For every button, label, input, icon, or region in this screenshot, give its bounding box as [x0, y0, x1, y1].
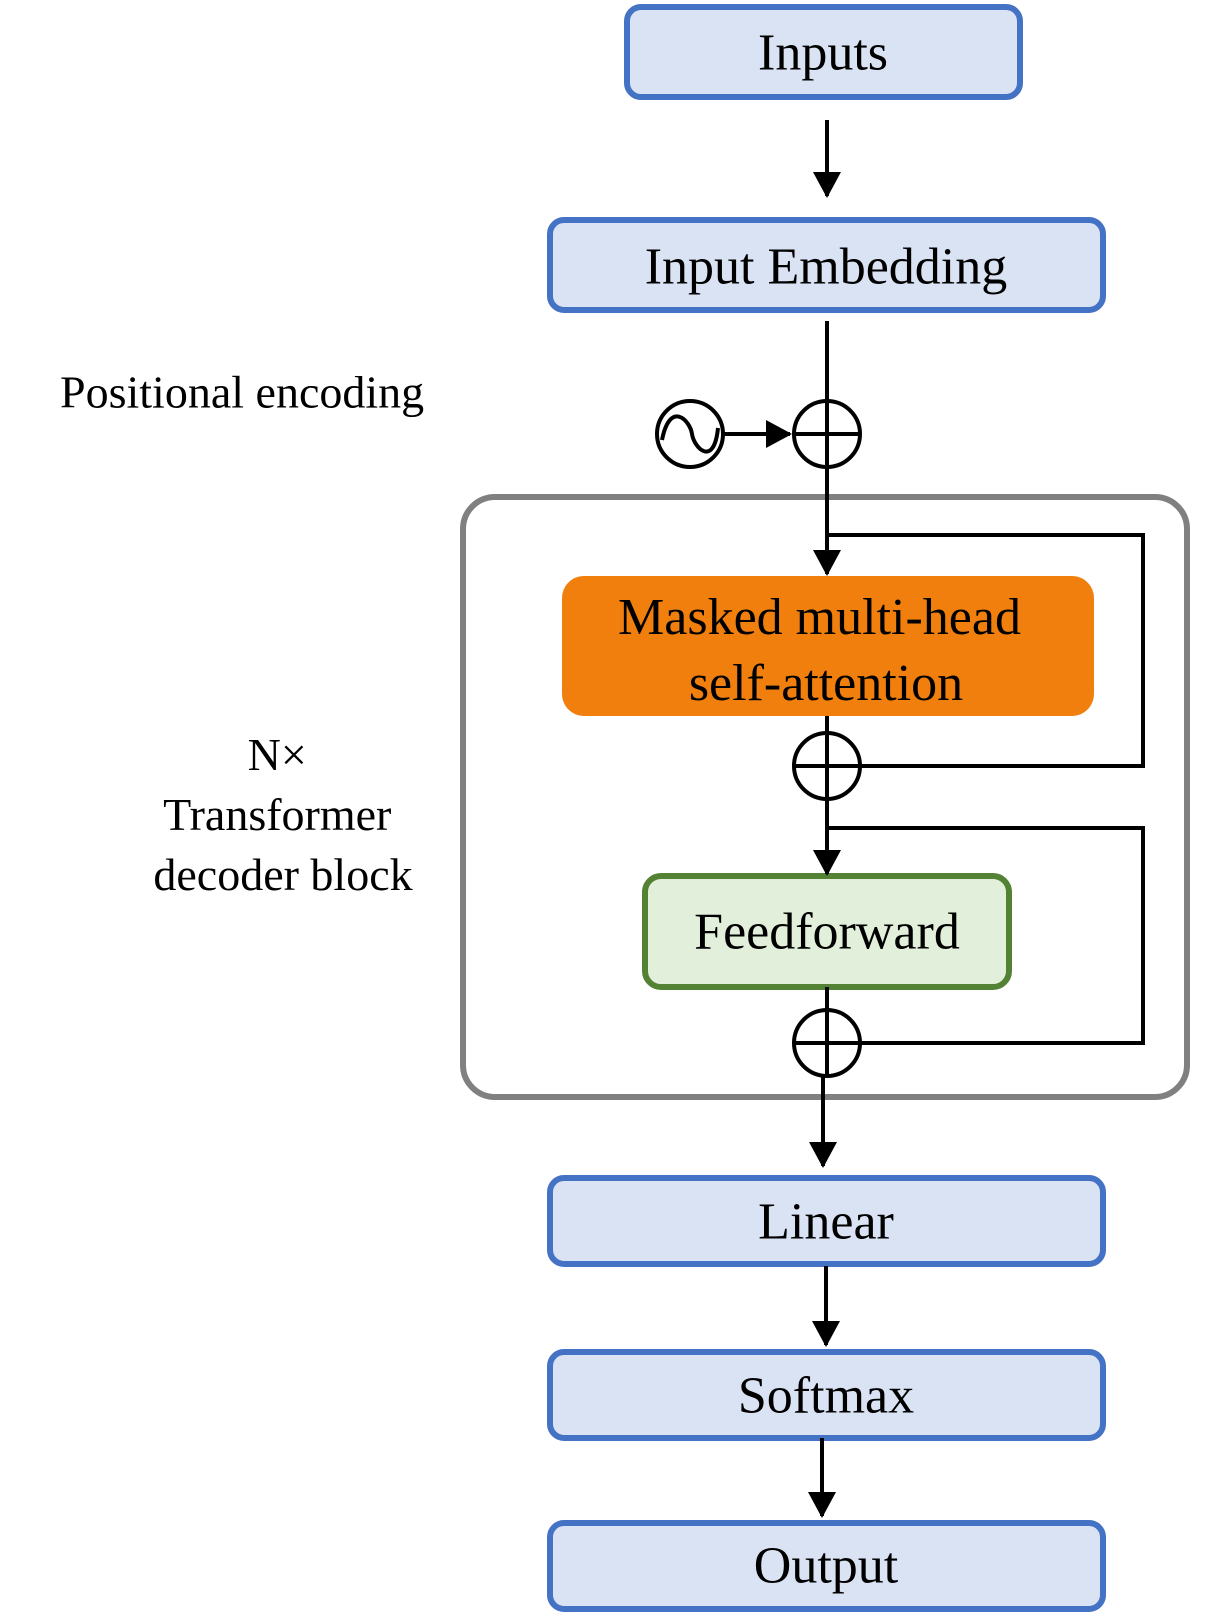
masked-self-attention-label: Masked multi-head self-attention	[618, 589, 1034, 712]
repeat-line-2: Transformer	[163, 789, 391, 840]
inputs-label: Inputs	[758, 25, 888, 82]
linear-box	[547, 1175, 1106, 1267]
circle-plus-icon	[792, 1008, 862, 1078]
circle-plus-icon	[792, 399, 862, 469]
softmax-label: Softmax	[738, 1368, 914, 1425]
repeat-line-3: decoder block	[153, 849, 412, 900]
input-embedding-label: Input Embedding	[645, 239, 1008, 296]
output-label: Output	[754, 1538, 899, 1595]
masked-self-attention-box	[562, 576, 1094, 716]
residual-path-1	[827, 533, 1145, 768]
attention-line-1: Masked multi-head	[618, 589, 1021, 646]
output-box	[547, 1520, 1106, 1612]
residual-path-2	[827, 826, 1145, 1045]
linear-label: Linear	[758, 1194, 894, 1251]
inputs-box	[624, 4, 1023, 100]
input-embedding-box	[547, 217, 1106, 313]
softmax-box	[547, 1349, 1106, 1441]
attention-line-2: self-attention	[689, 655, 963, 712]
repeat-label: N× Transformer decoder block	[153, 729, 412, 900]
feedforward-label: Feedforward	[694, 904, 960, 961]
repeat-line-1: N×	[248, 729, 307, 780]
circle-plus-icon	[792, 731, 862, 801]
sine-wave-icon	[655, 399, 725, 469]
positional-encoding-label: Positional encoding	[60, 367, 424, 418]
